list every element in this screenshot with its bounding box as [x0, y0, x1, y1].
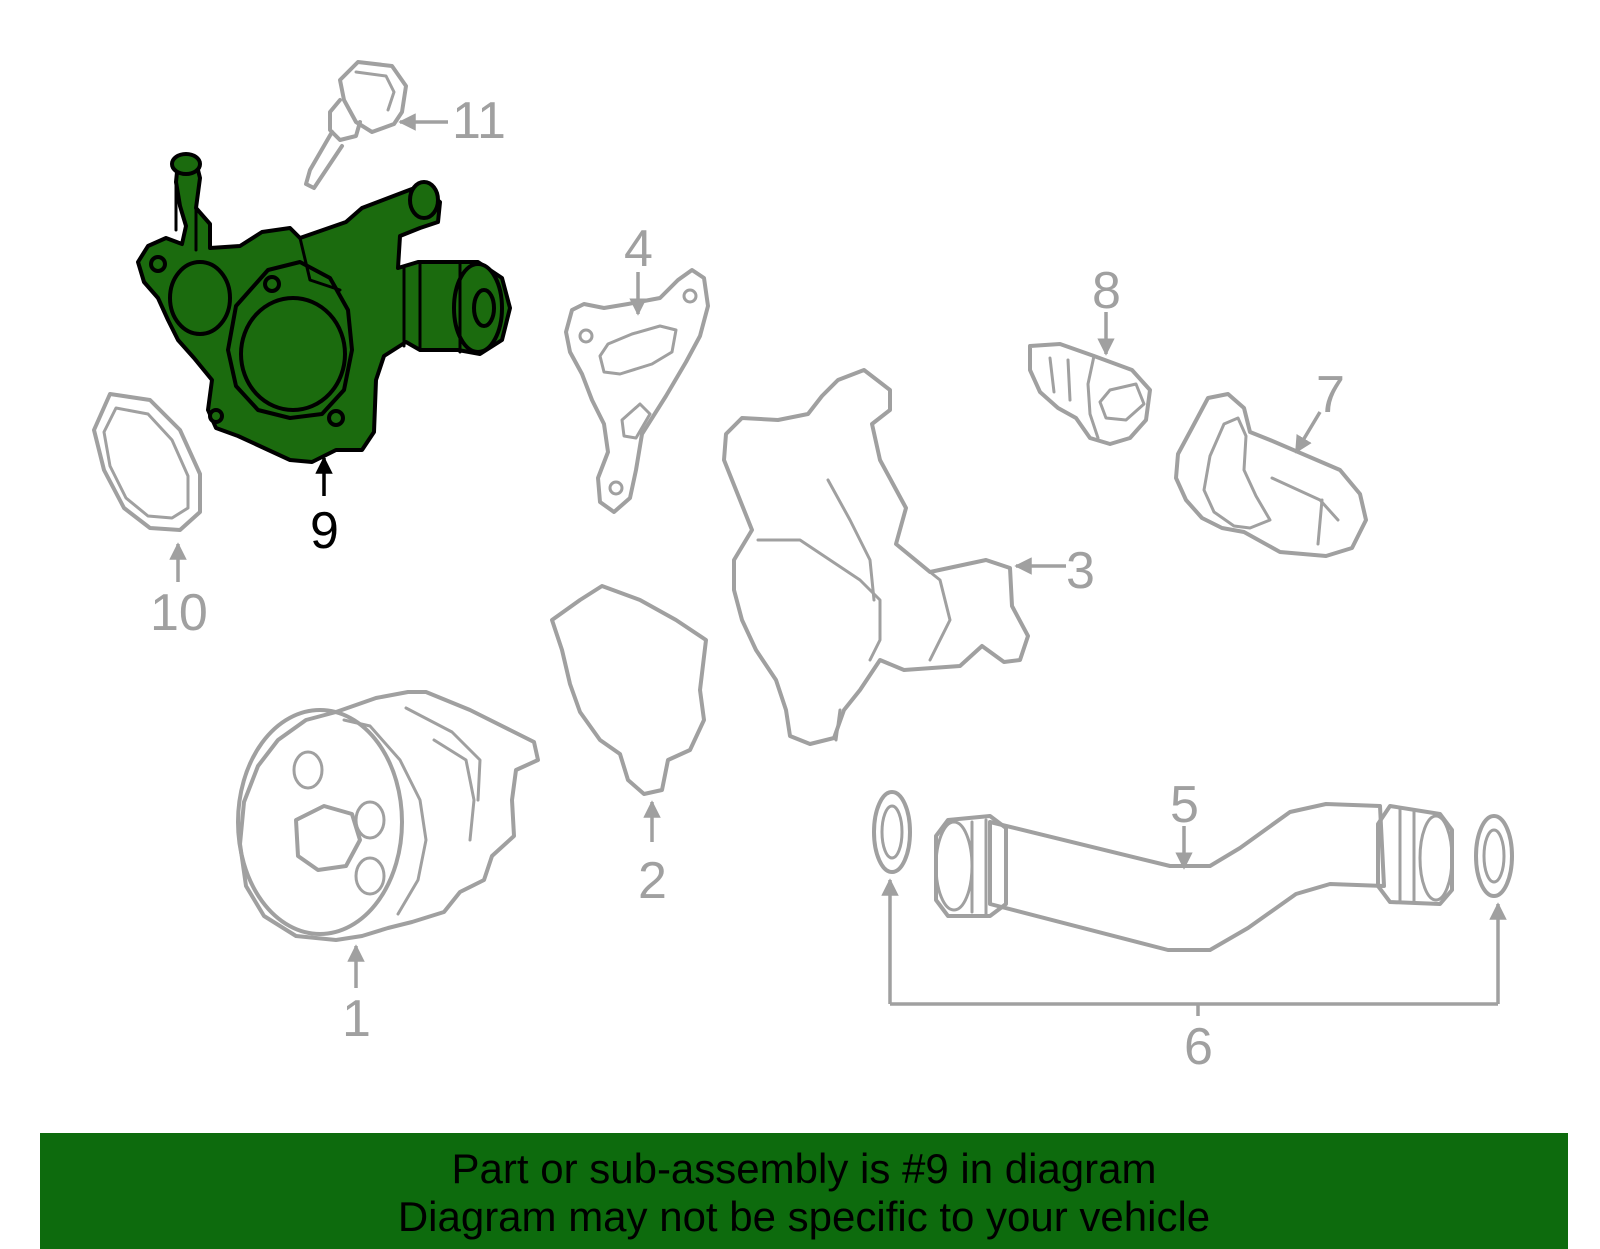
leader-lines	[169, 113, 1507, 1016]
callout-2: 2	[638, 852, 667, 910]
part-5-water-pipe[interactable]	[934, 802, 1454, 952]
callout-11: 11	[452, 92, 506, 150]
callout-4: 4	[624, 220, 653, 278]
part-6-o-ring-left[interactable]	[872, 790, 912, 874]
part-4-bracket[interactable]	[564, 268, 710, 514]
callout-8: 8	[1092, 262, 1121, 320]
part-6-o-ring-right[interactable]	[1474, 814, 1514, 898]
callout-10: 10	[150, 584, 208, 642]
part-2-gasket[interactable]	[550, 584, 708, 796]
callout-5: 5	[1170, 776, 1199, 834]
info-banner: Part or sub-assembly is #9 in diagram Di…	[40, 1133, 1568, 1249]
part-8-plug[interactable]	[1028, 342, 1152, 446]
part-11-sensor[interactable]	[304, 60, 408, 190]
banner-line-2: Diagram may not be specific to your vehi…	[397, 1193, 1211, 1240]
callout-6: 6	[1184, 1018, 1213, 1076]
callout-9: 9	[310, 502, 339, 560]
callout-7: 7	[1316, 366, 1345, 424]
part-10-gasket[interactable]	[92, 392, 202, 532]
part-3-cover[interactable]	[722, 368, 1030, 746]
banner-line-1: Part or sub-assembly is #9 in diagram	[451, 1145, 1157, 1192]
callout-3: 3	[1066, 542, 1095, 600]
part-1-water-pump[interactable]	[236, 690, 540, 942]
part-7-thermostat[interactable]	[1174, 392, 1368, 558]
part-9-water-outlet[interactable]	[136, 152, 512, 464]
callout-1: 1	[342, 990, 371, 1048]
